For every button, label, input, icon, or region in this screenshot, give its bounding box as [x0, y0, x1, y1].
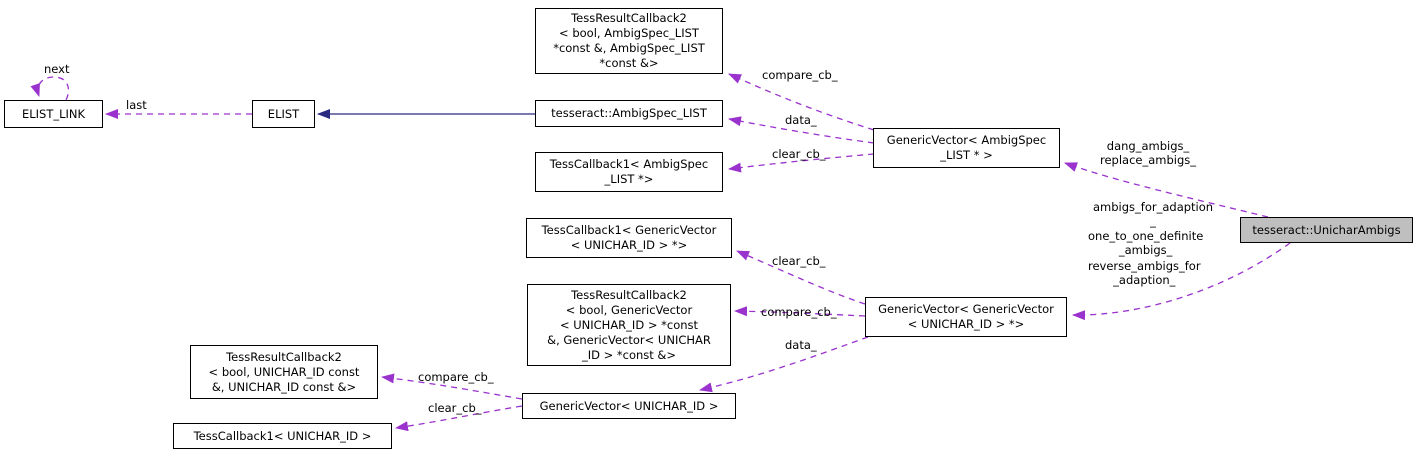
edge-clear-cb-mid	[736, 250, 866, 305]
node-tessresultcallback2-ambigspec[interactable]: TessResultCallback2 < bool, AmbigSpec_LI…	[535, 8, 723, 74]
edge-compare-cb-top	[728, 73, 875, 131]
edge-label-compare-cb-mid: compare_cb_	[761, 305, 837, 319]
node-elist-link[interactable]: ELIST_LINK	[4, 100, 103, 128]
edge-dang-replace-ambigs	[1064, 162, 1269, 218]
edge-label-compare-cb-bottom: compare_cb_	[418, 370, 494, 384]
node-tesscallback1-genericvector-unichar[interactable]: TessCallback1< GenericVector < UNICHAR_I…	[526, 218, 732, 258]
edge-label-clear-cb-top: clear_cb_	[772, 147, 826, 161]
edge-label-data-mid: data_	[785, 338, 817, 352]
node-tesscallback1-unichar[interactable]: TessCallback1< UNICHAR_ID >	[173, 423, 392, 449]
node-genericvector-genericvector-unichar[interactable]: GenericVector< GenericVector < UNICHAR_I…	[865, 297, 1067, 337]
node-genericvector-ambigspec[interactable]: GenericVector< AmbigSpec _LIST * >	[873, 128, 1060, 168]
edge-compare-cb-bottom	[381, 373, 523, 400]
node-tessresultcallback2-unichar[interactable]: TessResultCallback2 < bool, UNICHAR_ID c…	[190, 345, 378, 399]
edge-clear-cb-bottom	[395, 405, 523, 432]
node-genericvector-unichar[interactable]: GenericVector< UNICHAR_ID >	[522, 393, 736, 419]
node-tessresultcallback2-genericvector-unichar[interactable]: TessResultCallback2 < bool, GenericVecto…	[527, 284, 731, 366]
node-unichar-ambigs: tesseract::UnicharAmbigs	[1240, 217, 1413, 243]
edge-label-dang-replace: dang_ambigs_ replace_ambigs_	[1100, 139, 1197, 167]
edge-clear-cb-top	[728, 153, 875, 173]
edge-label-one-to-one-definite: one_to_one_definite _ambigs_	[1088, 229, 1204, 257]
edge-label-last: last	[126, 98, 147, 112]
edge-label-clear-cb-mid: clear_cb_	[772, 254, 826, 268]
edge-compare-cb-mid	[734, 306, 866, 317]
node-elist[interactable]: ELIST	[252, 100, 315, 128]
edge-label-ambigs-for-adaption: ambigs_for_adaption _	[1093, 200, 1214, 228]
edge-label-reverse-ambigs: reverse_ambigs_for _adaption_	[1088, 259, 1201, 287]
edge-label-next: next	[44, 62, 70, 76]
edge-label-data-top: data_	[785, 113, 817, 127]
node-tesscallback1-ambigspec[interactable]: TessCallback1< AmbigSpec _LIST *>	[535, 152, 723, 192]
edge-label-compare-cb-top: compare_cb_	[762, 68, 838, 82]
edge-label-clear-cb-bottom: clear_cb_	[428, 401, 482, 415]
node-ambigspec-list[interactable]: tesseract::AmbigSpec_LIST	[535, 100, 723, 127]
edge-data-mid	[699, 336, 869, 393]
edge-next-self-loop	[30, 76, 70, 101]
